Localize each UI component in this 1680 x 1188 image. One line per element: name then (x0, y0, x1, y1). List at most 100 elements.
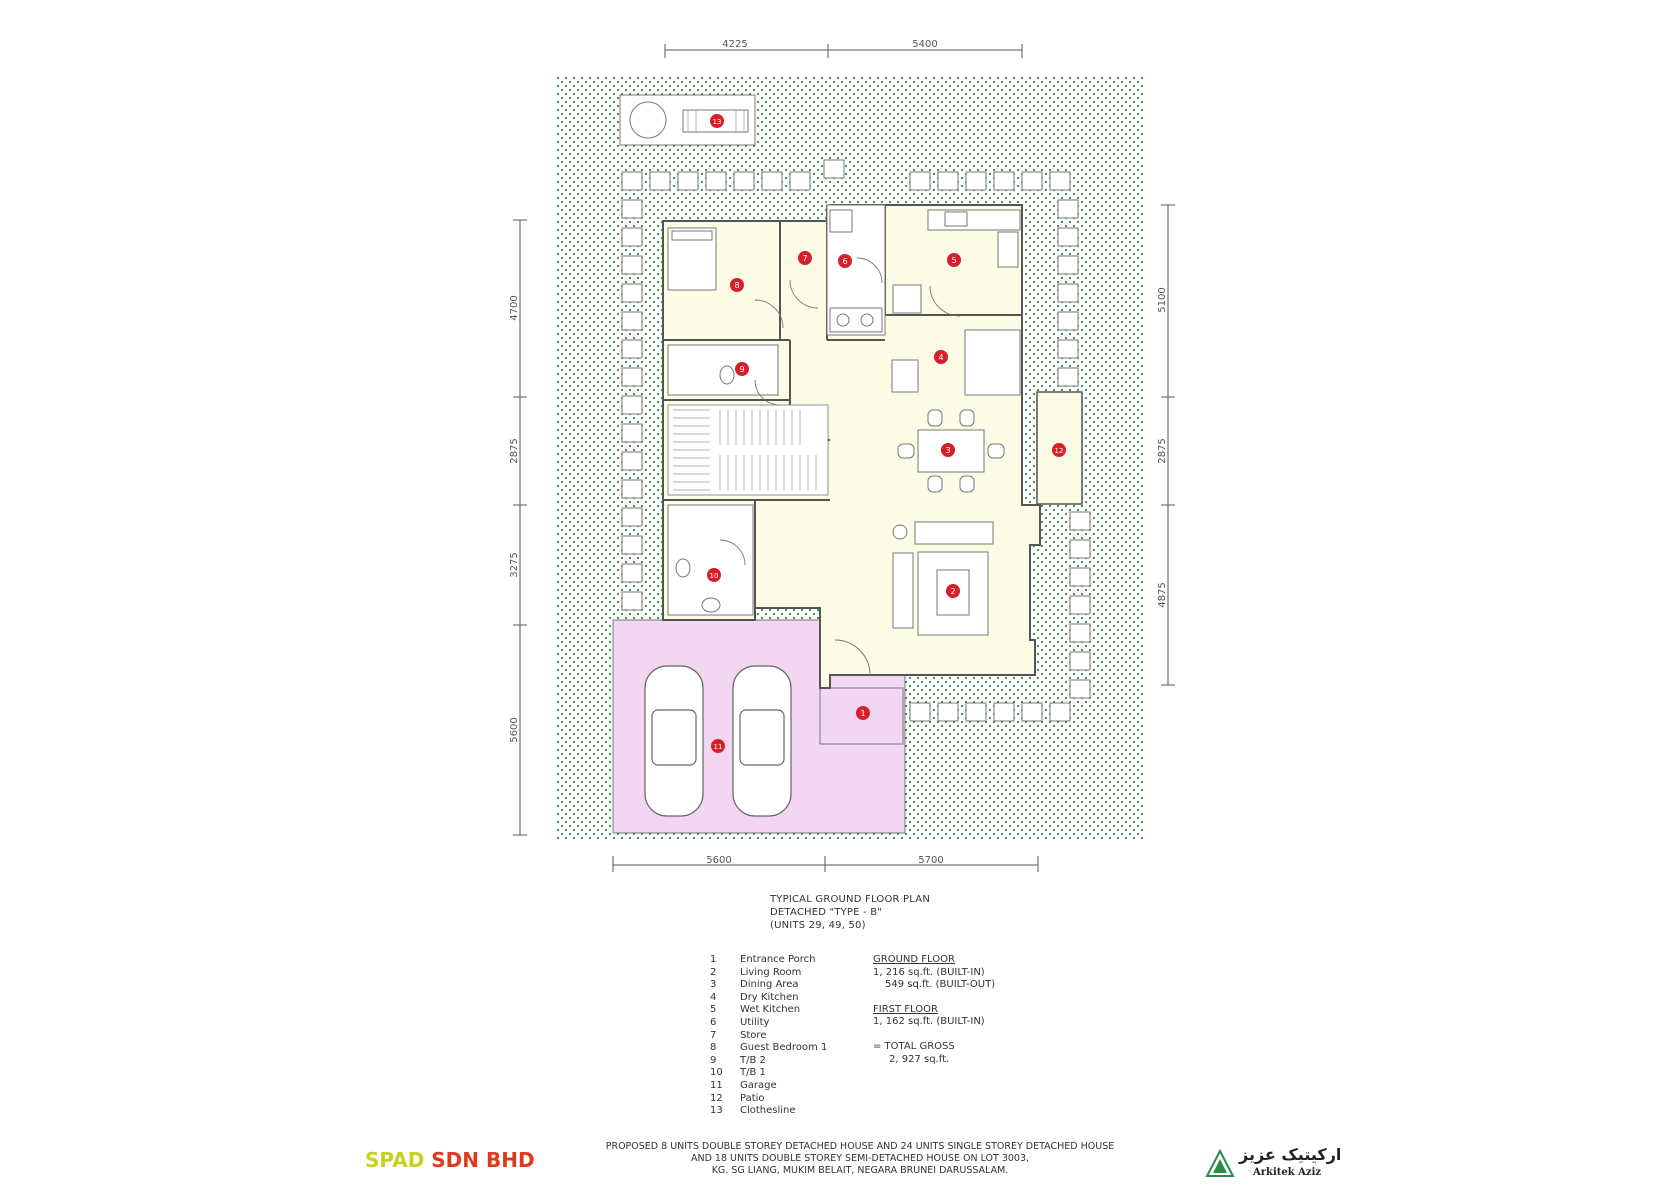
stepping-stone (993, 171, 1015, 191)
triangle-logo-icon (1205, 1149, 1235, 1177)
company-brand: SPAD SDN BHD (365, 1148, 535, 1172)
stepping-stones (621, 159, 1091, 722)
room-marker-7 (798, 251, 812, 265)
legend-number: 13 (710, 1105, 723, 1117)
tb2-toilet-icon (719, 365, 735, 385)
stepping-stone (621, 199, 643, 219)
first-floor-heading: FIRST FLOOR (873, 1003, 938, 1015)
clothesline-pole-icon (629, 101, 667, 139)
dim-left-2: 2875 (509, 438, 520, 463)
room-marker-label: 11 (714, 743, 723, 751)
stepping-stone (1069, 567, 1091, 587)
room-marker-label: 6 (842, 257, 847, 266)
car-left-icon (644, 665, 704, 817)
stepping-stone (621, 227, 643, 247)
room-marker-label: 9 (739, 365, 744, 374)
stepping-stone (1057, 311, 1079, 331)
footer-line-2: AND 18 UNITS DOUBLE STOREY SEMI-DETACHED… (690, 1153, 1030, 1164)
room-marker-label: 7 (802, 254, 807, 263)
room-marker-label: 3 (945, 446, 950, 455)
room-marker-label: 8 (734, 281, 739, 290)
stepping-stone (621, 367, 643, 387)
stepping-stone (1069, 651, 1091, 671)
legend-label: Wet Kitchen (740, 1004, 801, 1016)
logo-arabic: ارکيتيک عزيز (1239, 1145, 1342, 1164)
room-marker-label: 12 (1055, 447, 1064, 455)
room-marker-11 (711, 739, 725, 753)
stepping-stone (1057, 339, 1079, 359)
stepping-stone (937, 702, 959, 722)
legend-number: 6 (710, 1016, 717, 1028)
room-marker-9 (735, 362, 749, 376)
stepping-stone (1049, 702, 1071, 722)
legend-label: Guest Bedroom 1 (740, 1042, 828, 1054)
legend-row: 10 T/B 1 (710, 1067, 827, 1080)
stepping-stone (1069, 623, 1091, 643)
stepping-stone (909, 171, 931, 191)
tb1-toilet-icon (701, 597, 721, 613)
dim-right-1: 5100 (1157, 287, 1168, 312)
stepping-stone (937, 171, 959, 191)
legend-number: 11 (710, 1079, 723, 1091)
hob-icon (997, 231, 1019, 268)
legend-label: Garage (740, 1079, 777, 1091)
logo-latin: Arkitek Aziz (1253, 1167, 1322, 1178)
stepping-stone (823, 159, 845, 179)
legend-label: T/B 1 (740, 1067, 766, 1079)
stepping-stone (1021, 702, 1043, 722)
legend-number: 1 (710, 954, 717, 965)
legend-number: 12 (710, 1092, 723, 1104)
legend-row: 8 Guest Bedroom 1 (710, 1042, 827, 1055)
stepping-stone (789, 171, 811, 191)
stepping-stone (1021, 171, 1043, 191)
fridge-icon (892, 284, 922, 314)
plan-caption: TYPICAL GROUND FLOOR PLAN DETACHED "TYPE… (770, 893, 930, 932)
caption-title: TYPICAL GROUND FLOOR PLAN (770, 894, 931, 905)
tb1-basin-icon (675, 558, 691, 578)
stepping-stone (1057, 227, 1079, 247)
stepping-stone (1057, 255, 1079, 275)
dim-right-3: 4875 (1157, 582, 1168, 607)
brand-spad: SPAD (365, 1148, 425, 1172)
stepping-stone (677, 171, 699, 191)
stepping-stone (1069, 511, 1091, 531)
stepping-stone (621, 339, 643, 359)
dim-left-1: 4700 (509, 295, 520, 320)
legend-row: 6 Utility (710, 1017, 827, 1030)
room-marker-label: 13 (713, 118, 722, 126)
project-description: PROPOSED 8 UNITS DOUBLE STOREY DETACHED … (580, 1141, 1140, 1177)
stepping-stone (621, 479, 643, 499)
stepping-stone (621, 423, 643, 443)
stepping-stone (761, 171, 783, 191)
dim-right-2: 2875 (1157, 438, 1168, 463)
ground-floor-built-in: 1, 216 sq.ft. (BUILT-IN) (873, 966, 985, 978)
stepping-stone (733, 171, 755, 191)
stepping-stone (1069, 679, 1091, 699)
legend-number: 8 (710, 1042, 717, 1054)
dim-top-1: 4225 (722, 39, 747, 50)
caption-units: (UNITS 29, 49, 50) (770, 920, 866, 931)
legend-number: 10 (710, 1067, 723, 1079)
ground-floor-built-out: 549 sq.ft. (BUILT-OUT) (885, 979, 996, 991)
legend-number: 4 (710, 991, 717, 1003)
legend-label: Utility (740, 1016, 770, 1028)
stepping-stone (909, 702, 931, 722)
stepping-stone (621, 283, 643, 303)
car-right-icon (732, 665, 792, 817)
dim-left-3: 3275 (509, 552, 520, 577)
stepping-stone (705, 171, 727, 191)
legend-label: Store (740, 1029, 767, 1041)
room-marker-2 (946, 584, 960, 598)
stepping-stone (993, 702, 1015, 722)
stepping-stone (621, 255, 643, 275)
room-marker-4 (934, 350, 948, 364)
room-marker-1 (856, 706, 870, 720)
dim-bottom-2: 5700 (918, 855, 943, 866)
